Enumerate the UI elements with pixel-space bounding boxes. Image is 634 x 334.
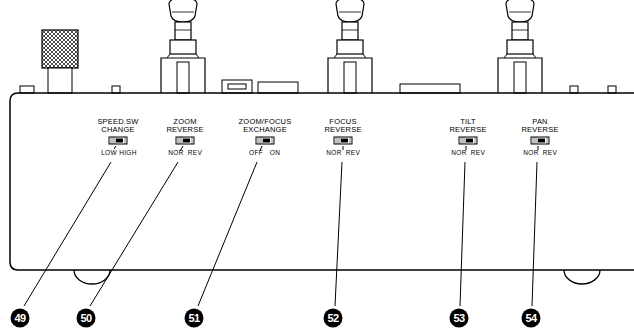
switch-position: NOR (326, 150, 341, 157)
knurled-knob (42, 30, 78, 68)
switch-position: REV (471, 150, 485, 157)
switch-label: ZOOM/FOCUS EXCHANGE (239, 118, 292, 134)
switch-position: HIGH (119, 150, 136, 157)
switch-label: FOCUS REVERSE (324, 118, 361, 134)
callout-number: 49 (11, 309, 30, 328)
switch-position: NOR (168, 150, 183, 157)
switch-position: REV (543, 150, 557, 157)
switch-label: SPEED.SW CHANGE (97, 118, 138, 134)
switch-position: NOR (451, 150, 466, 157)
slide-switch (176, 137, 194, 144)
switch-label: PAN REVERSE (521, 118, 558, 134)
switch-position: NOR (523, 150, 538, 157)
slide-switch (531, 137, 549, 144)
joystick (328, 0, 372, 93)
switch-position: OFF (249, 150, 263, 157)
slide-switch (459, 137, 477, 144)
callout-number: 53 (450, 309, 469, 328)
switch-position: REV (188, 150, 202, 157)
panel-outline (10, 93, 634, 270)
foot (564, 270, 600, 284)
switch-position: LOW (101, 150, 117, 157)
switch-label: TILT REVERSE (449, 118, 486, 134)
slide-switch (256, 137, 274, 144)
leader-lines (24, 146, 538, 306)
switch-label: ZOOM REVERSE (166, 118, 203, 134)
slide-switch (109, 137, 127, 144)
callout-number: 52 (324, 309, 343, 328)
joystick (498, 0, 542, 93)
joystick (161, 0, 205, 93)
switch-position: REV (346, 150, 360, 157)
slide-switch (334, 137, 352, 144)
callout-number: 50 (77, 309, 96, 328)
switch-position: ON (270, 150, 280, 157)
callout-number: 54 (522, 309, 541, 328)
callout-number: 51 (185, 309, 204, 328)
